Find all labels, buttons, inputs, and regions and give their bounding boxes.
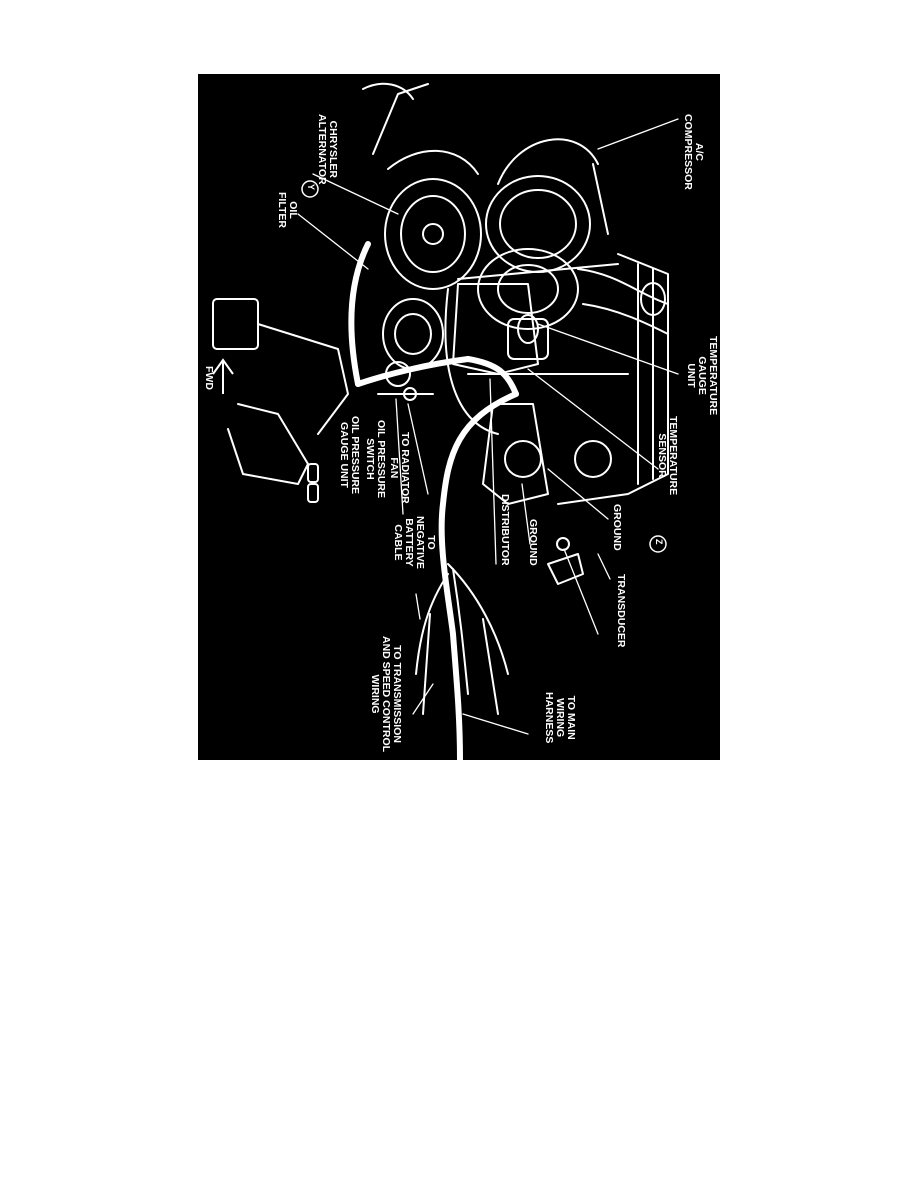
label-callout-y: Y bbox=[306, 184, 316, 191]
label-to-negative-battery-cable: TO NEGATIVE BATTERY CABLE bbox=[392, 516, 437, 569]
label-ground-upper: GROUND bbox=[611, 504, 623, 551]
bracket-drawing bbox=[212, 298, 349, 503]
label-oil-pressure-switch: OIL PRESSURE SWITCH bbox=[364, 420, 387, 498]
transducer-drawing bbox=[547, 537, 584, 585]
label-temperature-sensor: TEMPERATURE SENSOR bbox=[656, 416, 679, 496]
engine-wiring-diagram: A/C COMPRESSOR CHRYSLER ALTERNATOR OIL F… bbox=[198, 74, 720, 760]
label-to-radiator-fan: TO RADIATOR FAN bbox=[388, 432, 411, 504]
oil-filter-drawing bbox=[382, 298, 444, 370]
label-callout-z: Z bbox=[654, 539, 664, 545]
engine-illustration bbox=[212, 82, 679, 760]
label-fwd: FWD bbox=[203, 366, 215, 390]
leader-lines bbox=[297, 118, 679, 735]
label-oil-filter: OIL FILTER bbox=[276, 192, 299, 228]
valve-cover-drawing bbox=[444, 253, 669, 505]
fwd-arrow-icon bbox=[212, 358, 234, 394]
harness-branches-drawing bbox=[415, 563, 509, 715]
label-ac-compressor: A/C COMPRESSOR bbox=[682, 114, 705, 190]
label-chrysler-alternator: CHRYSLER ALTERNATOR bbox=[316, 114, 339, 185]
intake-drawing bbox=[452, 283, 612, 505]
label-to-main-wiring-harness: TO MAIN WIRING HARNESS bbox=[543, 692, 577, 744]
callout-y-icon bbox=[301, 180, 319, 198]
oil-pressure-switch-drawing bbox=[377, 361, 434, 401]
label-distributor: DISTRIBUTOR bbox=[499, 494, 511, 566]
alternator-drawing bbox=[362, 82, 482, 290]
callout-z-icon bbox=[649, 535, 667, 553]
label-to-transmission-speed-control: TO TRANSMISSION AND SPEED CONTROL WIRING bbox=[369, 636, 403, 753]
ac-compressor-drawing bbox=[477, 138, 669, 335]
label-ground-lower: GROUND bbox=[527, 519, 539, 566]
label-transducer: TRANSDUCER bbox=[615, 574, 627, 648]
label-temperature-gauge-unit: TEMPERATURE GAUGE UNIT bbox=[685, 336, 719, 416]
label-oil-pressure-gauge-unit: OIL PRESSURE GAUGE UNIT bbox=[338, 416, 361, 494]
